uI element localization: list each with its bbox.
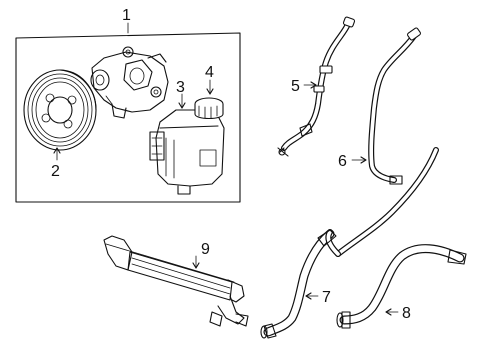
callout-1-label: 1	[122, 7, 131, 24]
cooler-return-hose	[336, 244, 467, 329]
callout-5-label: 5	[291, 78, 300, 95]
callout-2-label: 2	[51, 163, 60, 180]
callout-6: 6	[338, 153, 367, 170]
callout-9-label: 9	[201, 241, 210, 258]
callout-2: 2	[51, 147, 61, 180]
pressure-hose	[277, 16, 356, 157]
callout-7: 7	[305, 289, 331, 306]
callout-8: 8	[385, 305, 411, 322]
callout-9: 9	[192, 241, 210, 269]
power-steering-pump	[90, 46, 169, 119]
cooler-hose	[260, 147, 439, 339]
callout-8-label: 8	[402, 305, 411, 322]
callout-6-label: 6	[338, 153, 347, 170]
return-hose	[368, 27, 421, 185]
callout-4: 4	[205, 64, 214, 95]
callout-4-label: 4	[205, 64, 214, 81]
fluid-reservoir	[149, 97, 225, 195]
pump-pulley	[23, 69, 97, 151]
callout-1: 1	[122, 7, 131, 34]
callout-7-label: 7	[322, 289, 331, 306]
callout-3: 3	[176, 79, 186, 109]
callout-3-label: 3	[176, 79, 185, 96]
steering-cooler	[103, 235, 249, 327]
callout-5: 5	[291, 78, 317, 95]
pump-assembly-frame	[15, 32, 241, 203]
